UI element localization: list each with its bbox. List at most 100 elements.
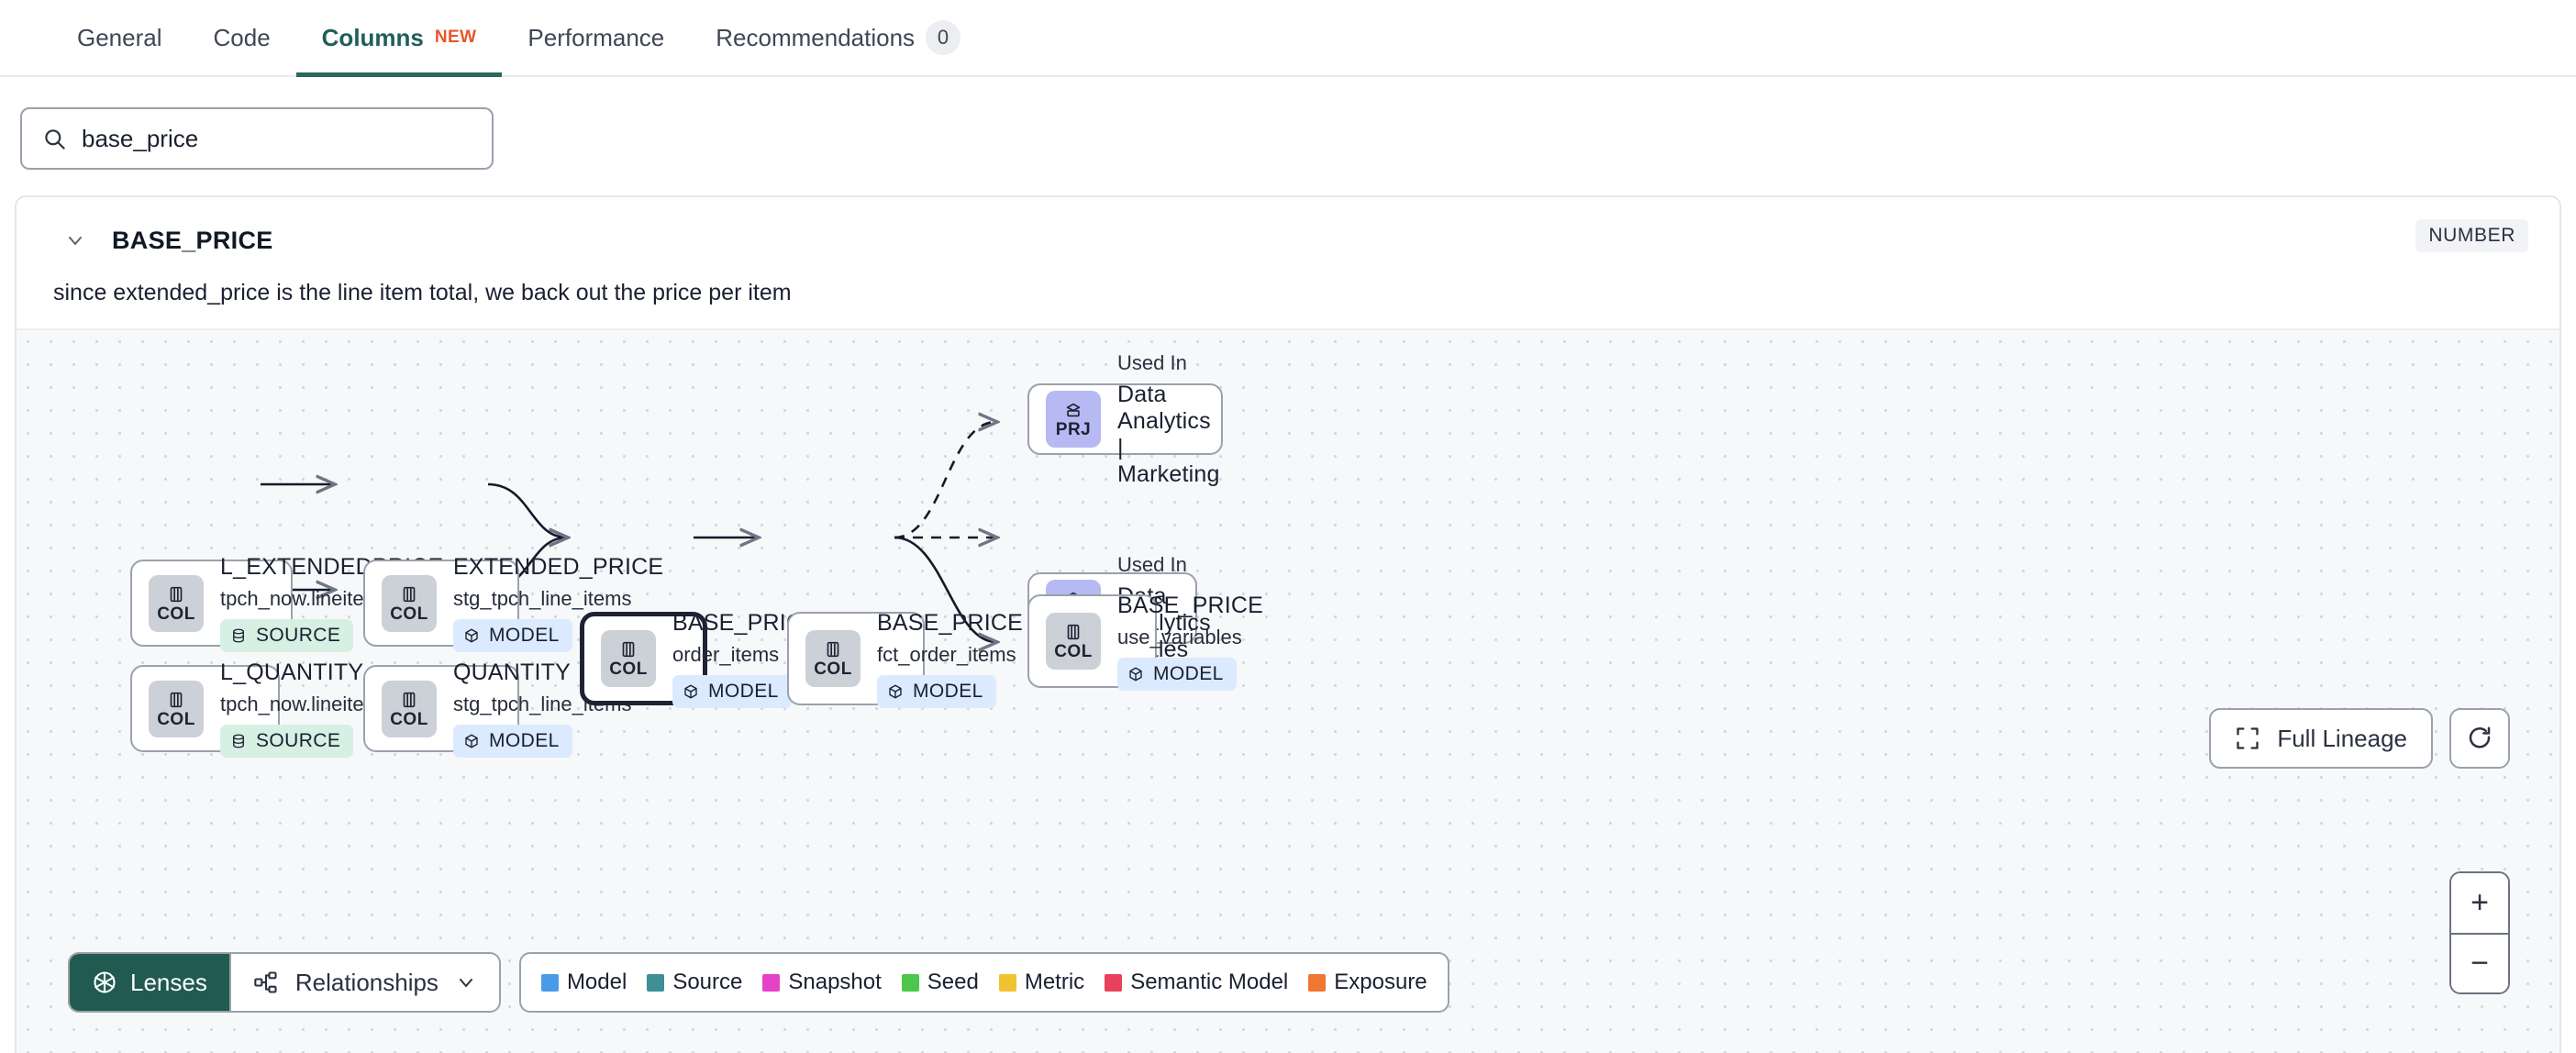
full-lineage-button[interactable]: Full Lineage <box>2209 708 2433 769</box>
legend-item-metric: Metric <box>998 970 1085 995</box>
column-type-badge: NUMBER <box>2415 219 2528 252</box>
legend-label: Metric <box>1024 970 1085 994</box>
tab-label: Code <box>213 23 271 51</box>
col-badge-label: COL <box>157 709 195 729</box>
lenses-button[interactable]: Lenses <box>70 954 229 1011</box>
search-box[interactable] <box>20 107 494 170</box>
prj-badge: PRJ <box>1046 391 1101 448</box>
legend-swatch <box>1308 973 1327 992</box>
tab-general[interactable]: General <box>51 0 188 75</box>
node-body: EXTENDED_PRICE stg_tpch_line_items MODEL <box>453 554 663 652</box>
node-tag-model: MODEL <box>877 674 996 708</box>
tab-recommendations[interactable]: Recommendations 0 <box>690 0 986 75</box>
node-name: EXTENDED_PRICE <box>453 554 664 580</box>
tab-columns[interactable]: Columns NEW <box>295 0 503 77</box>
col-badge-label: COL <box>814 660 852 679</box>
legend-swatch <box>998 973 1016 992</box>
canvas-bottom-toolbar: Lenses Relationships <box>68 952 1449 1013</box>
tab-label: General <box>77 23 162 51</box>
col-badge: COL <box>1046 613 1101 670</box>
graph-node-base-price-fct-order-items[interactable]: COL BASE_PRICE fct_order_items MODEL <box>787 610 1023 708</box>
legend-swatch <box>762 973 781 992</box>
node-subtitle: stg_tpch_line_items <box>453 587 632 610</box>
legend-item-exposure: Exposure <box>1308 970 1427 995</box>
search-input[interactable] <box>82 124 472 153</box>
col-badge: COL <box>805 630 861 687</box>
graph-node-l-extendedprice[interactable]: COL L_EXTENDEDPRICE tpch_now.lineitem SO… <box>130 554 443 652</box>
col-badge: COL <box>601 630 656 687</box>
node-tag-source: SOURCE <box>220 619 354 652</box>
full-lineage-label: Full Lineage <box>2277 724 2407 752</box>
graph-node-extended-price[interactable]: COL EXTENDED_PRICE stg_tpch_line_items M… <box>363 554 663 652</box>
aperture-icon <box>92 970 117 995</box>
expand-icon <box>2235 726 2260 751</box>
node-tag-source: SOURCE <box>220 725 354 758</box>
legend-item-model: Model <box>540 970 627 995</box>
zoom-out-button[interactable]: − <box>2451 933 2508 992</box>
node-body: Used In Data Analytics | Marketing <box>1117 351 1220 488</box>
tab-label: Performance <box>527 23 665 51</box>
page-title: BASE_PRICE <box>112 226 273 254</box>
col-badge-label: COL <box>1054 642 1093 661</box>
graph-node-l-quantity[interactable]: COL L_QUANTITY tpch_now.lineitem SOURCE <box>130 660 381 758</box>
lenses-label: Lenses <box>130 968 207 996</box>
col-badge: COL <box>382 574 437 632</box>
tab-new-badge: NEW <box>434 28 477 47</box>
legend-item-seed: Seed <box>901 970 979 995</box>
node-name: L_QUANTITY <box>220 660 364 685</box>
refresh-icon <box>2466 725 2493 752</box>
zoom-in-button[interactable]: + <box>2451 873 2508 933</box>
col-badge-label: COL <box>609 660 648 679</box>
prj-badge-label: PRJ <box>1055 420 1092 439</box>
chevron-down-icon[interactable] <box>64 229 86 251</box>
lineage-canvas[interactable]: COL L_EXTENDEDPRICE tpch_now.lineitem SO… <box>17 328 2559 1053</box>
node-tag-label: MODEL <box>489 625 560 646</box>
tab-performance[interactable]: Performance <box>502 0 690 75</box>
chevron-down-icon <box>455 971 477 993</box>
col-badge: COL <box>149 574 204 632</box>
col-badge-label: COL <box>390 709 428 729</box>
legend-item-semantic-model: Semantic Model <box>1105 970 1288 995</box>
relationships-button[interactable]: Relationships <box>228 954 499 1011</box>
column-header[interactable]: BASE_PRICE NUMBER <box>17 197 2559 260</box>
node-tag-model: MODEL <box>453 725 572 758</box>
legend-label: Semantic Model <box>1130 970 1289 994</box>
node-subtitle: tpch_now.lineitem <box>220 587 381 610</box>
refresh-button[interactable] <box>2449 708 2510 769</box>
tab-recommendations-count: 0 <box>926 20 961 55</box>
legend-label: Source <box>672 970 743 994</box>
tab-bar: General Code Columns NEW Performance Rec… <box>0 0 2576 77</box>
node-name: BASE_PRICE <box>877 609 1024 636</box>
node-tag-label: MODEL <box>1153 662 1224 684</box>
graph-node-prj-marketing[interactable]: PRJ Used In Data Analytics | Marketing <box>1027 351 1223 487</box>
node-tag-model: MODEL <box>1117 657 1237 691</box>
node-tag-model: MODEL <box>453 619 572 652</box>
tab-code[interactable]: Code <box>188 0 296 75</box>
col-badge-label: COL <box>390 604 428 624</box>
node-subtitle: fct_order_items <box>877 642 1016 666</box>
node-tag-label: MODEL <box>489 730 560 751</box>
legend-label: Model <box>566 970 627 994</box>
node-name: QUANTITY <box>453 660 571 685</box>
graph-node-base-price-use-variables[interactable]: COL BASE_PRICE use_variables MODEL <box>1027 593 1263 691</box>
node-name: BASE_PRICE <box>1117 592 1264 618</box>
node-kicker: Used In <box>1117 553 1187 576</box>
node-body: L_QUANTITY tpch_now.lineitem SOURCE <box>220 660 381 758</box>
column-description: since extended_price is the line item to… <box>53 280 792 305</box>
legend-label: Exposure <box>1334 970 1427 994</box>
legend-swatch <box>901 973 919 992</box>
node-tag-label: MODEL <box>708 680 779 702</box>
graph-node-quantity[interactable]: COL QUANTITY stg_tpch_line_items MODEL <box>363 660 631 758</box>
legend-swatch <box>647 973 665 992</box>
graph-node-base-price-order-items[interactable]: COL BASE_PRICE order_items MODEL <box>580 610 818 708</box>
legend-label: Seed <box>927 970 979 994</box>
legend-swatch <box>540 973 559 992</box>
node-subtitle: order_items <box>672 642 780 666</box>
col-badge-label: COL <box>157 604 195 624</box>
node-body: BASE_PRICE fct_order_items MODEL <box>877 610 1023 708</box>
search-area <box>0 77 2576 170</box>
relationships-icon <box>253 970 279 995</box>
zoom-controls: + − <box>2449 871 2510 994</box>
legend-item-source: Source <box>647 970 742 995</box>
relationships-label: Relationships <box>294 968 439 996</box>
